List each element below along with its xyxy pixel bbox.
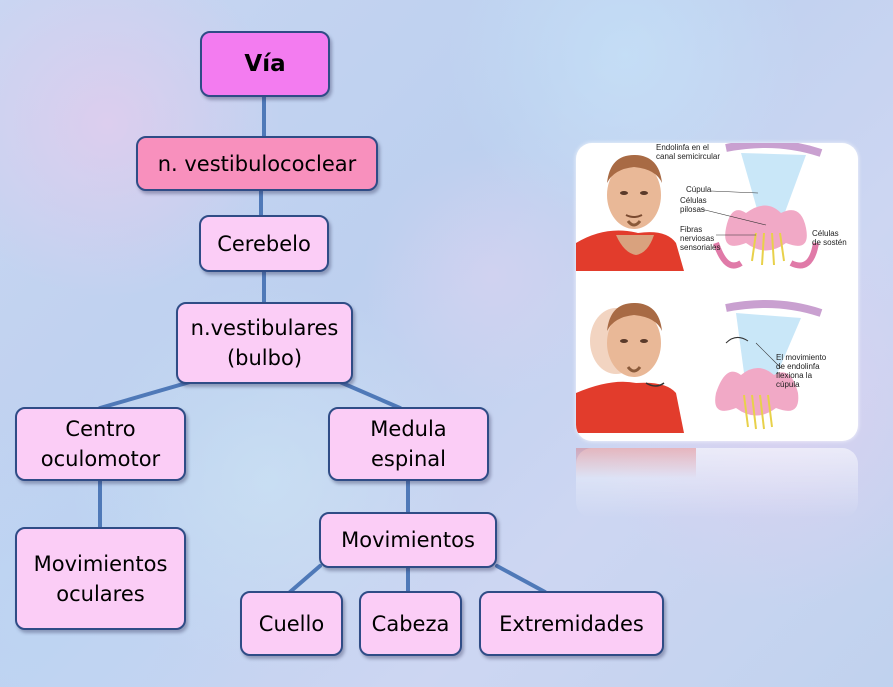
node-movements-label: Movimientos [341, 528, 475, 552]
node-vestibulocochlear-nerve-label: n. vestibulococlear [157, 151, 357, 176]
node-head-label: Cabeza [371, 611, 450, 636]
cupula-bent-diagram [715, 300, 823, 430]
reflection-tint [576, 448, 696, 478]
label-support-cells: Células de sostén [812, 229, 847, 247]
node-vestibular-nuclei: n.vestibulares (bulbo) [176, 302, 353, 384]
label-cupula: Cúpula [686, 185, 712, 194]
head-upright-figure [576, 155, 684, 271]
node-head: Cabeza [359, 591, 462, 656]
node-oculomotor-center: Centro oculomotor [15, 407, 186, 481]
vestibular-illustration: Endolinfa en el canal semicircular Cúpul… [576, 143, 858, 441]
node-limbs-label: Extremidades [499, 611, 644, 636]
node-eye-movements: Movimientos oculares [15, 527, 186, 630]
node-eye-movements-label: Movimientos oculares [33, 551, 168, 606]
node-neck-label: Cuello [258, 611, 325, 636]
cupula-upright-diagram [713, 143, 823, 269]
label-nerve-fibers: Fibras nerviosas sensoriales [680, 225, 721, 252]
illustration-reflection [576, 448, 858, 518]
vestibular-illustration-art [576, 143, 823, 433]
node-oculomotor-center-label: Centro oculomotor [40, 417, 161, 471]
node-neck: Cuello [240, 591, 343, 656]
label-hair-cells: Células pilosas [680, 196, 707, 214]
label-endolymph: Endolinfa en el canal semicircular [656, 143, 721, 161]
node-cerebellum-label: Cerebelo [217, 231, 311, 256]
node-limbs: Extremidades [479, 591, 664, 656]
node-cerebellum: Cerebelo [199, 215, 329, 272]
node-via: Vía [200, 31, 330, 97]
node-movements: Movimientos [319, 512, 497, 568]
label-endolymph-movement: El movimiento de endolinfa flexiona la c… [776, 353, 827, 389]
node-vestibular-nuclei-label: n.vestibulares (bulbo) [190, 316, 339, 370]
node-vestibulocochlear-nerve: n. vestibulococlear [136, 136, 378, 191]
node-spinal-cord-label: Medula espinal [370, 417, 447, 471]
node-via-label: Vía [244, 51, 286, 77]
node-spinal-cord: Medula espinal [328, 407, 489, 481]
head-tilted-figure [576, 303, 684, 433]
